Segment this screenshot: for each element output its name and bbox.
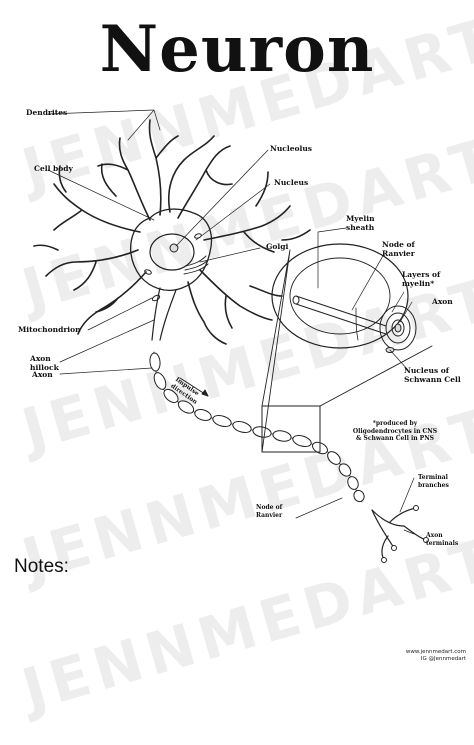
label-mitochondrion: Mitochondrion <box>18 325 81 334</box>
label-axon-terminals: Axon terminals <box>426 532 459 547</box>
axon-terminal-branches <box>371 507 427 561</box>
footer-credits: www.jennmedart.com IG @Jennmedart <box>406 649 466 663</box>
label-cell-body: Cell body <box>34 164 73 173</box>
dendrites <box>33 119 311 345</box>
label-terminal-branches: Terminal branches <box>418 474 449 489</box>
layers-of-myelin <box>379 305 417 351</box>
myelin-segment <box>272 430 292 442</box>
footnote-myelin-production: *produced by Oligodendrocytes in CNS & S… <box>352 420 438 442</box>
myelin-segment <box>163 388 179 404</box>
golgi <box>183 255 209 275</box>
magnified-myelin-outer <box>271 243 409 349</box>
myelin-segments <box>149 351 365 503</box>
cell-body <box>129 208 213 291</box>
magnified-myelin-inner <box>289 257 391 335</box>
label-axon-hillock: Axon hillock <box>30 354 59 372</box>
label-node-of-ranvier-top: Node of Ranvier <box>382 240 415 258</box>
myelin-segment <box>177 400 195 414</box>
label-dendrites: Dendrites <box>26 108 68 117</box>
label-nucleolus: Nucleolus <box>270 144 313 153</box>
myelin-segment <box>149 352 161 372</box>
leader-lines <box>47 109 415 535</box>
zoom-cone <box>261 249 433 453</box>
neuron-diagram <box>33 109 433 563</box>
zoom-box <box>261 405 321 453</box>
myelin-segment <box>347 476 359 490</box>
mitochondrion <box>144 269 152 275</box>
footer-instagram: IG @Jennmedart <box>420 656 466 663</box>
myelin-segment <box>194 409 212 421</box>
nucleus <box>149 233 195 271</box>
notes-label: Notes: <box>14 556 69 577</box>
mitochondrion <box>151 294 161 302</box>
page-title: Neuron <box>99 12 375 87</box>
magnified-axon <box>292 295 417 353</box>
label-nucleus: Nucleus <box>274 178 309 187</box>
axon-hillock <box>151 287 177 341</box>
myelin-segment <box>212 414 232 428</box>
myelin-segment <box>292 434 312 448</box>
label-nucleus-of-schwann-cell: Nucleus of Schwann Cell <box>404 366 461 384</box>
myelin-segment <box>353 489 365 503</box>
myelin-segment <box>153 372 167 390</box>
label-golgi: Golgi <box>266 242 289 251</box>
label-axon-magnified: Axon <box>432 297 453 306</box>
label-layers-of-myelin: Layers of myelin* <box>402 270 441 288</box>
impulse-arrowhead <box>201 389 209 397</box>
label-myelin-sheath: Myelin sheath <box>346 214 375 232</box>
axon-terminals <box>381 505 429 563</box>
myelin-segment <box>327 451 341 465</box>
neuron-worksheet: JENNMEDART JENNMEDART JENNMEDART JENNMED… <box>14 4 474 725</box>
footer-website: www.jennmedart.com <box>405 649 466 655</box>
label-axon: Axon <box>32 370 53 379</box>
myelin-segment <box>232 420 252 434</box>
label-node-of-ranvier-bottom: Node of Ranvier <box>256 504 283 519</box>
myelin-segment <box>338 463 352 477</box>
